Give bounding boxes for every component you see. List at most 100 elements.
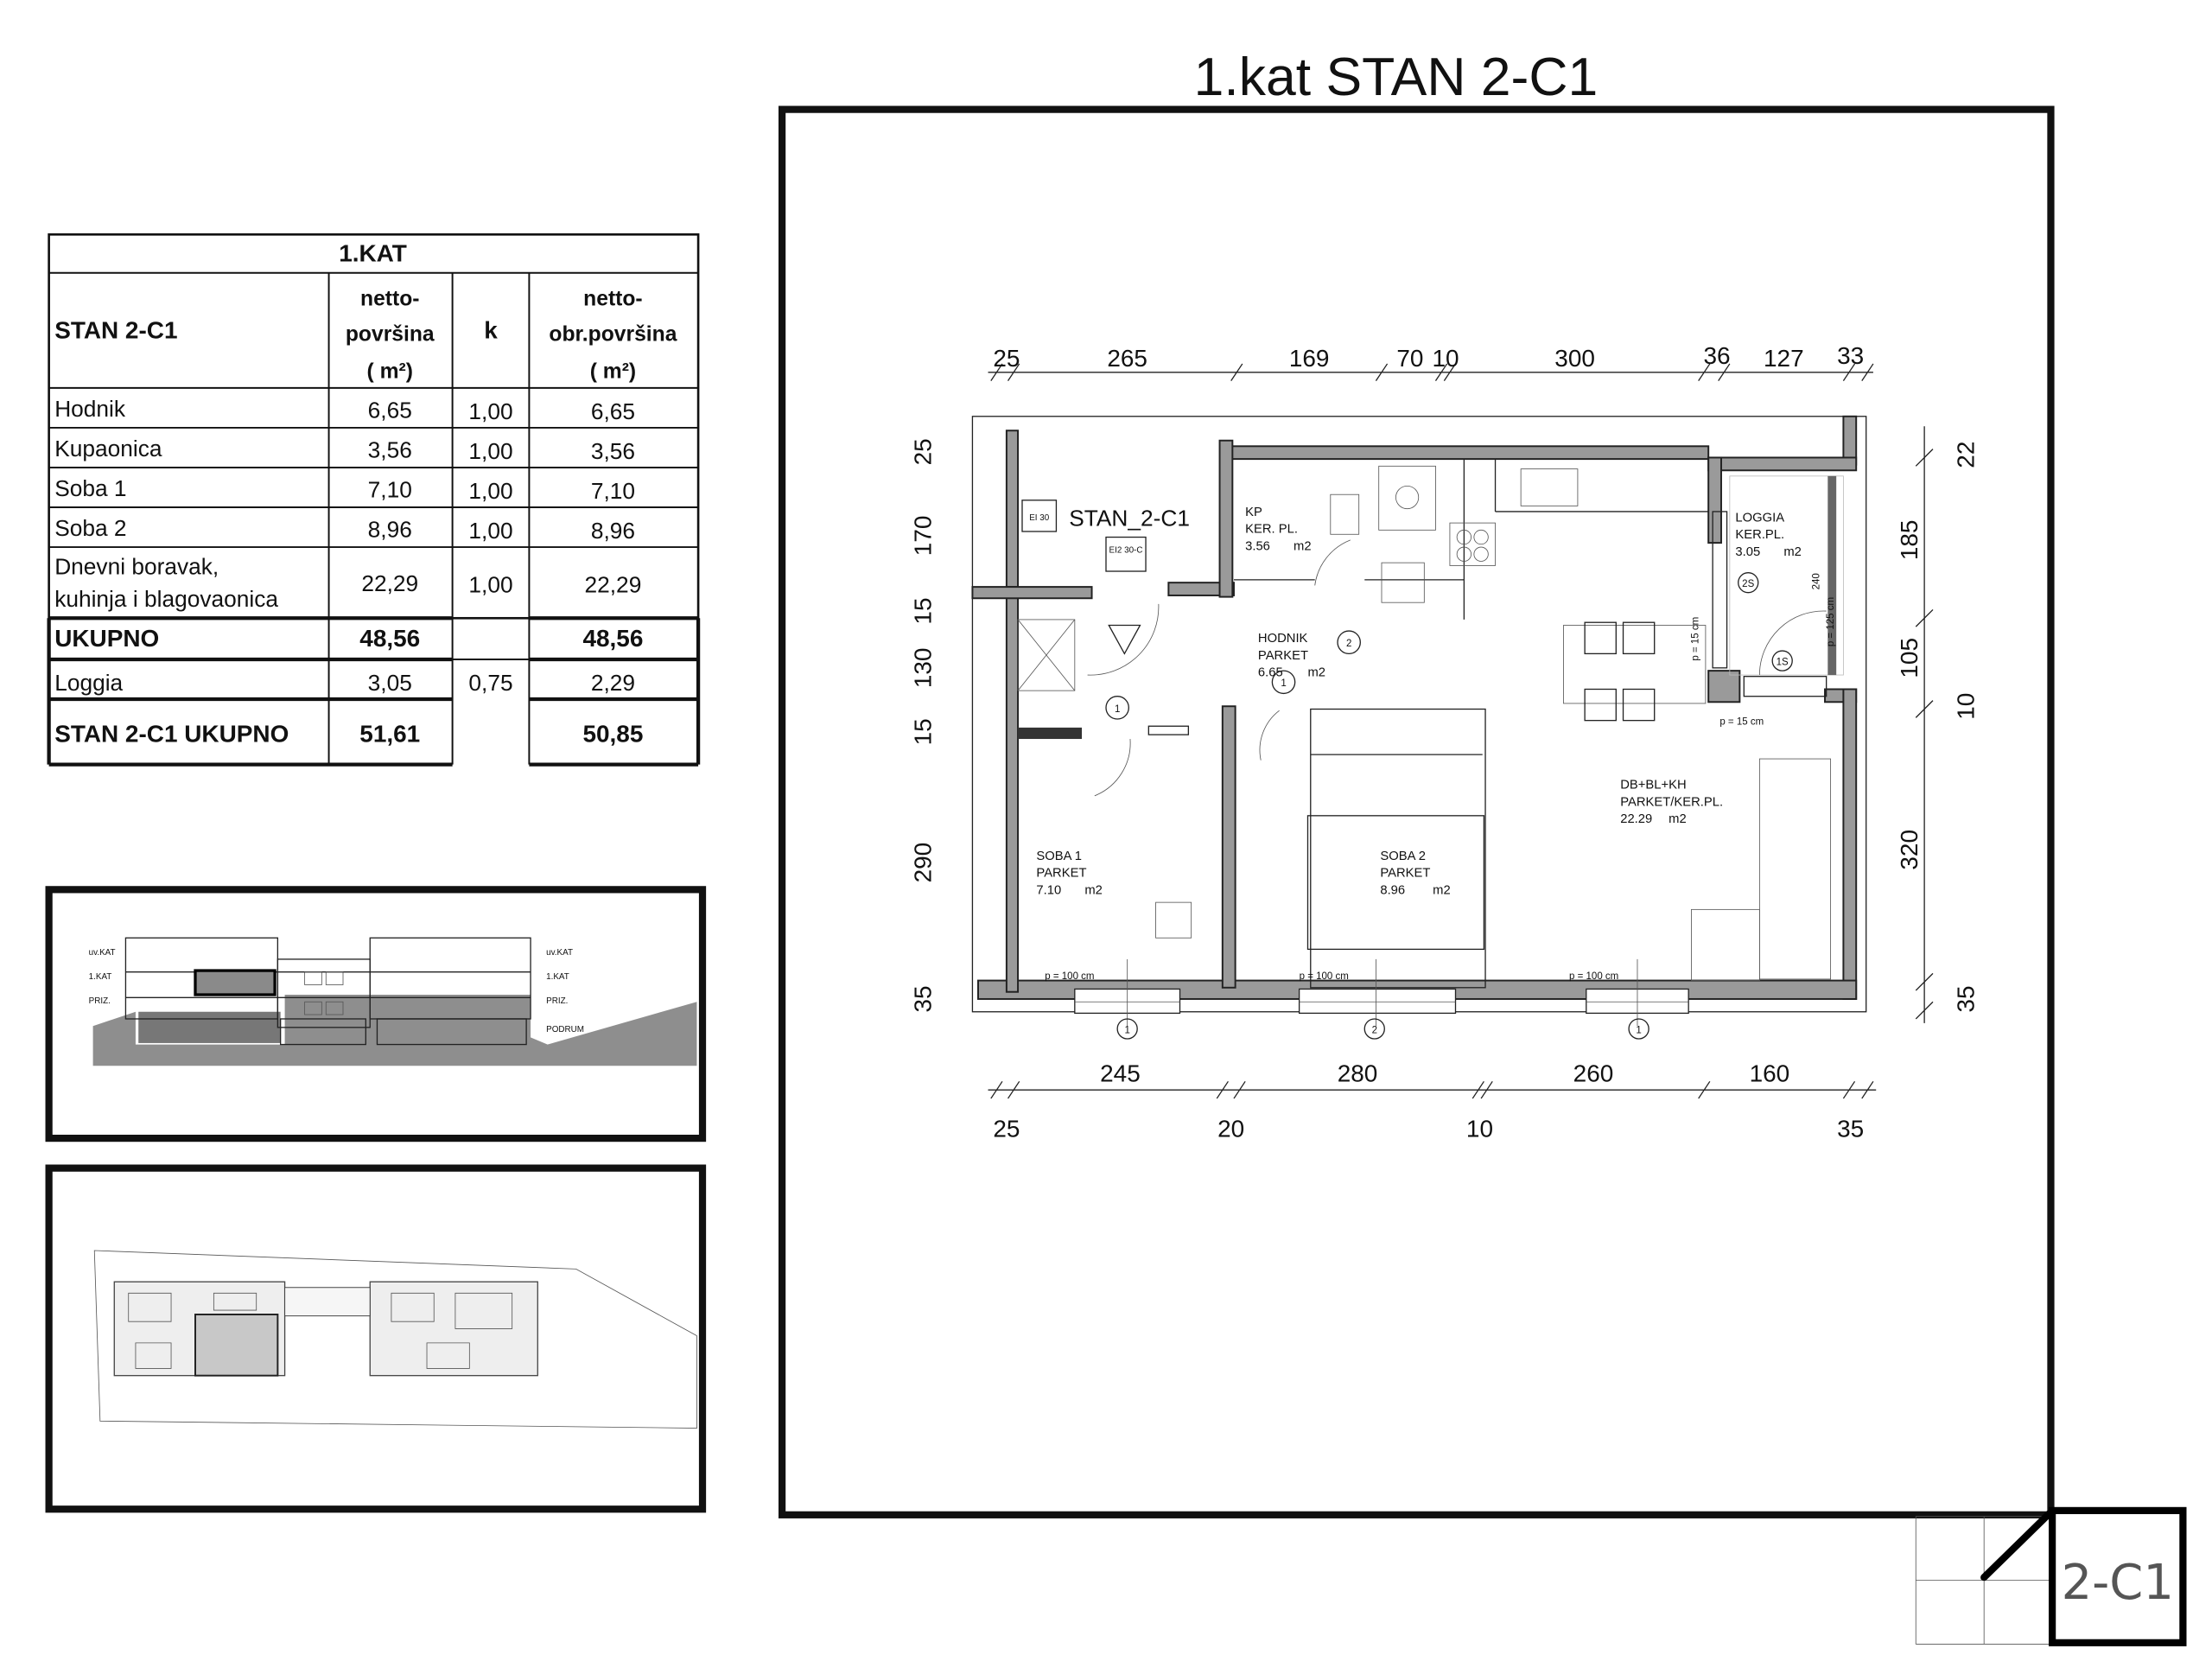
dimension-label: 25 bbox=[993, 345, 1020, 372]
svg-text:m2: m2 bbox=[1294, 539, 1312, 553]
svg-text:6.65: 6.65 bbox=[1258, 666, 1283, 680]
area-table: 1.KAT STAN 2-C1 netto- površina ( m²) k … bbox=[47, 232, 701, 767]
room-label-loggia: LOGGIA KER.PL. 3.05 m2 bbox=[1735, 511, 1801, 558]
svg-text:Kupaonica: Kupaonica bbox=[54, 436, 162, 461]
table-row: Kupaonica 3,56 1,00 3,56 bbox=[54, 436, 635, 464]
svg-text:320: 320 bbox=[1896, 830, 1923, 870]
svg-text:8.96: 8.96 bbox=[1380, 883, 1405, 897]
svg-text:m2: m2 bbox=[1669, 812, 1687, 826]
table-row: Soba 2 8,96 1,00 8,96 bbox=[54, 515, 635, 544]
level-label: PODRUM bbox=[546, 1025, 584, 1034]
table-row: Dnevni boravak, kuhinja i blagovaonica 2… bbox=[54, 553, 641, 612]
marker: 1 bbox=[1115, 704, 1120, 715]
svg-text:SOBA 1: SOBA 1 bbox=[1036, 850, 1082, 863]
svg-text:Dnevni boravak,: Dnevni boravak, bbox=[54, 553, 219, 579]
svg-text:6,65: 6,65 bbox=[591, 398, 635, 424]
table-row-subtotal: UKUPNO 48,56 48,56 bbox=[54, 625, 643, 652]
svg-text:15: 15 bbox=[910, 718, 937, 745]
table-row: Soba 1 7,10 1,00 7,10 bbox=[54, 475, 635, 504]
svg-text:51,61: 51,61 bbox=[359, 720, 420, 747]
svg-text:48,56: 48,56 bbox=[359, 625, 420, 652]
svg-text:1,00: 1,00 bbox=[468, 398, 512, 424]
door-rating: EI2 30-C bbox=[1109, 546, 1143, 556]
sill-note: p = 125 cm bbox=[1826, 597, 1836, 646]
svg-text:HODNIK: HODNIK bbox=[1258, 632, 1308, 646]
svg-text:1,00: 1,00 bbox=[468, 518, 512, 544]
level-label: PRIZ. bbox=[546, 996, 568, 1006]
dimension-line-bottom: 245 280 260 160 25 20 10 35 bbox=[988, 1060, 1877, 1142]
svg-text:35: 35 bbox=[910, 985, 937, 1012]
header-net-2: površina bbox=[346, 323, 435, 347]
room-label-kp: KP KER. PL. 3.56 m2 bbox=[1245, 506, 1311, 553]
header-obr-1: netto- bbox=[583, 288, 642, 311]
sill-note: p = 15 cm bbox=[1719, 717, 1764, 728]
room-label-hodnik: HODNIK PARKET 6.65 m2 bbox=[1258, 632, 1325, 679]
sill-note: p = 15 cm bbox=[1691, 617, 1701, 661]
dimension-label: 160 bbox=[1750, 1060, 1790, 1086]
marker: 1S bbox=[1777, 658, 1789, 668]
svg-text:Soba 2: Soba 2 bbox=[54, 515, 126, 541]
table-row: Hodnik 6,65 1,00 6,65 bbox=[54, 396, 635, 424]
svg-text:m2: m2 bbox=[1433, 883, 1451, 897]
dimension-line-right: 22 185 105 10 320 35 bbox=[1896, 426, 1980, 1023]
marker: 1 bbox=[1636, 1025, 1641, 1035]
svg-text:8,96: 8,96 bbox=[368, 517, 412, 543]
level-label: 1.KAT bbox=[546, 972, 569, 982]
sill-note: p = 100 cm bbox=[1569, 971, 1618, 982]
svg-text:DB+BL+KH: DB+BL+KH bbox=[1620, 779, 1686, 792]
svg-text:2,29: 2,29 bbox=[591, 670, 635, 696]
unit-label: STAN_2-C1 bbox=[1069, 505, 1190, 531]
svg-text:1,00: 1,00 bbox=[468, 438, 512, 464]
svg-text:48,56: 48,56 bbox=[582, 625, 643, 652]
svg-text:PARKET/KER.PL.: PARKET/KER.PL. bbox=[1620, 795, 1723, 809]
sheet-title: 1.kat STAN 2-C1 bbox=[1194, 47, 1599, 107]
dimension-label: 127 bbox=[1764, 345, 1804, 372]
height-note: 240 bbox=[1811, 573, 1821, 589]
svg-text:15: 15 bbox=[910, 598, 937, 625]
dimension-line-left: 25 170 15 130 15 290 35 bbox=[910, 438, 937, 1012]
plan-frame bbox=[778, 105, 2055, 1518]
header-net-3: ( m²) bbox=[367, 360, 413, 383]
svg-text:3,56: 3,56 bbox=[368, 436, 412, 462]
svg-text:7,10: 7,10 bbox=[591, 478, 635, 504]
sill-note: p = 100 cm bbox=[1300, 971, 1349, 982]
dimension-label: 280 bbox=[1338, 1060, 1378, 1086]
svg-text:1,00: 1,00 bbox=[468, 478, 512, 504]
svg-text:22,29: 22,29 bbox=[361, 570, 418, 596]
header-obr-2: obr.površina bbox=[549, 323, 677, 347]
dimension-label: 245 bbox=[1100, 1060, 1141, 1086]
svg-text:130: 130 bbox=[910, 648, 937, 689]
level-label: PRIZ. bbox=[89, 996, 111, 1006]
svg-text:7,10: 7,10 bbox=[368, 477, 412, 503]
svg-text:3,05: 3,05 bbox=[368, 670, 412, 696]
room-label-soba1: SOBA 1 PARKET 7.10 m2 bbox=[1036, 850, 1102, 897]
level-label: 1.KAT bbox=[89, 972, 112, 982]
svg-text:35: 35 bbox=[1953, 985, 1980, 1012]
svg-text:7.10: 7.10 bbox=[1036, 883, 1061, 897]
svg-text:50,85: 50,85 bbox=[582, 720, 643, 747]
dimension-label: 10 bbox=[1466, 1115, 1493, 1142]
svg-text:SOBA 2: SOBA 2 bbox=[1380, 850, 1426, 863]
dimension-label: 35 bbox=[1837, 1115, 1864, 1142]
svg-text:kuhinja i blagovaonica: kuhinja i blagovaonica bbox=[54, 586, 278, 612]
floor-plan: EI 30 EI2 30-C STAN_2-C1 KP KER. PL. 3.5… bbox=[910, 342, 1980, 1143]
svg-text:3.05: 3.05 bbox=[1735, 545, 1760, 559]
marker: 2 bbox=[1346, 639, 1351, 649]
dimension-label: 169 bbox=[1289, 345, 1330, 372]
level-label: uv.KAT bbox=[89, 948, 116, 958]
svg-text:KER. PL.: KER. PL. bbox=[1245, 523, 1298, 537]
unit-key-label: 2-C1 bbox=[2062, 1555, 2174, 1611]
svg-text:170: 170 bbox=[910, 516, 937, 557]
svg-text:PARKET: PARKET bbox=[1258, 649, 1308, 663]
marker: 2 bbox=[1372, 1025, 1377, 1035]
svg-text:0,75: 0,75 bbox=[468, 670, 512, 696]
dimension-label: 265 bbox=[1107, 345, 1147, 372]
marker: 1 bbox=[1124, 1025, 1129, 1035]
svg-text:PARKET: PARKET bbox=[1036, 867, 1086, 881]
table-row-loggia: Loggia 3,05 0,75 2,29 bbox=[54, 670, 635, 696]
header-k: k bbox=[484, 316, 498, 343]
svg-text:290: 290 bbox=[910, 843, 937, 883]
svg-text:Hodnik: Hodnik bbox=[54, 396, 126, 422]
dimension-label: 25 bbox=[993, 1115, 1020, 1142]
